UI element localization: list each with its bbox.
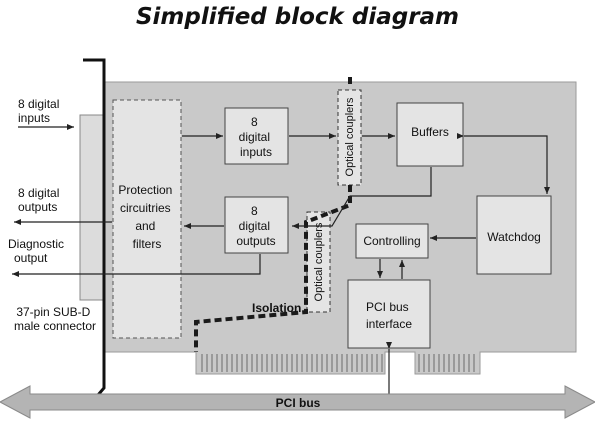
controlling-block [355, 223, 429, 259]
controlling-label: Controlling [363, 234, 420, 248]
pci-interface-block [347, 279, 431, 349]
sub-d-connector-body [79, 114, 105, 301]
connector-label: 37-pin SUB-D male connector [14, 305, 96, 333]
watchdog-label: Watchdog [487, 230, 541, 244]
pci-interface-label: PCI bus interface [366, 300, 412, 331]
pci-bus-arrow [0, 385, 595, 419]
diagram-title: Simplified block diagram [135, 4, 460, 30]
digital-outputs-external-label: 8 digital outputs [18, 186, 63, 214]
buffers-label: Buffers [411, 125, 449, 139]
isolation-boundary [194, 77, 352, 352]
buffers-block [396, 102, 464, 167]
digital-outputs-label: 8 digital outputs [236, 204, 275, 248]
edge-connector-fingers [201, 354, 475, 372]
diagnostic-output-label: Diagnostic output [8, 237, 67, 265]
buffers-to-outputs-path [292, 167, 432, 229]
digital-inputs-block [224, 107, 289, 165]
digital-outputs-block [224, 196, 289, 254]
diagnostic-output-arrow [12, 254, 261, 277]
isolation-label: Isolation [252, 301, 301, 315]
signal-lines [12, 124, 550, 407]
protection-label: Protection circuitries and filters [118, 183, 175, 251]
pci-bus-label: PCI bus [276, 396, 321, 410]
digital-inputs-label: 8 digital inputs [239, 115, 274, 159]
buffers-watchdog-link [457, 133, 550, 194]
protection-block [112, 99, 182, 339]
optical-couplers-bottom [306, 211, 331, 313]
digital-inputs-external-label: 8 digital inputs [18, 97, 63, 125]
optical-couplers-top-label: Optical couplers [344, 97, 356, 176]
optical-couplers-bottom-label: Optical couplers [313, 222, 325, 301]
watchdog-block [476, 195, 552, 275]
